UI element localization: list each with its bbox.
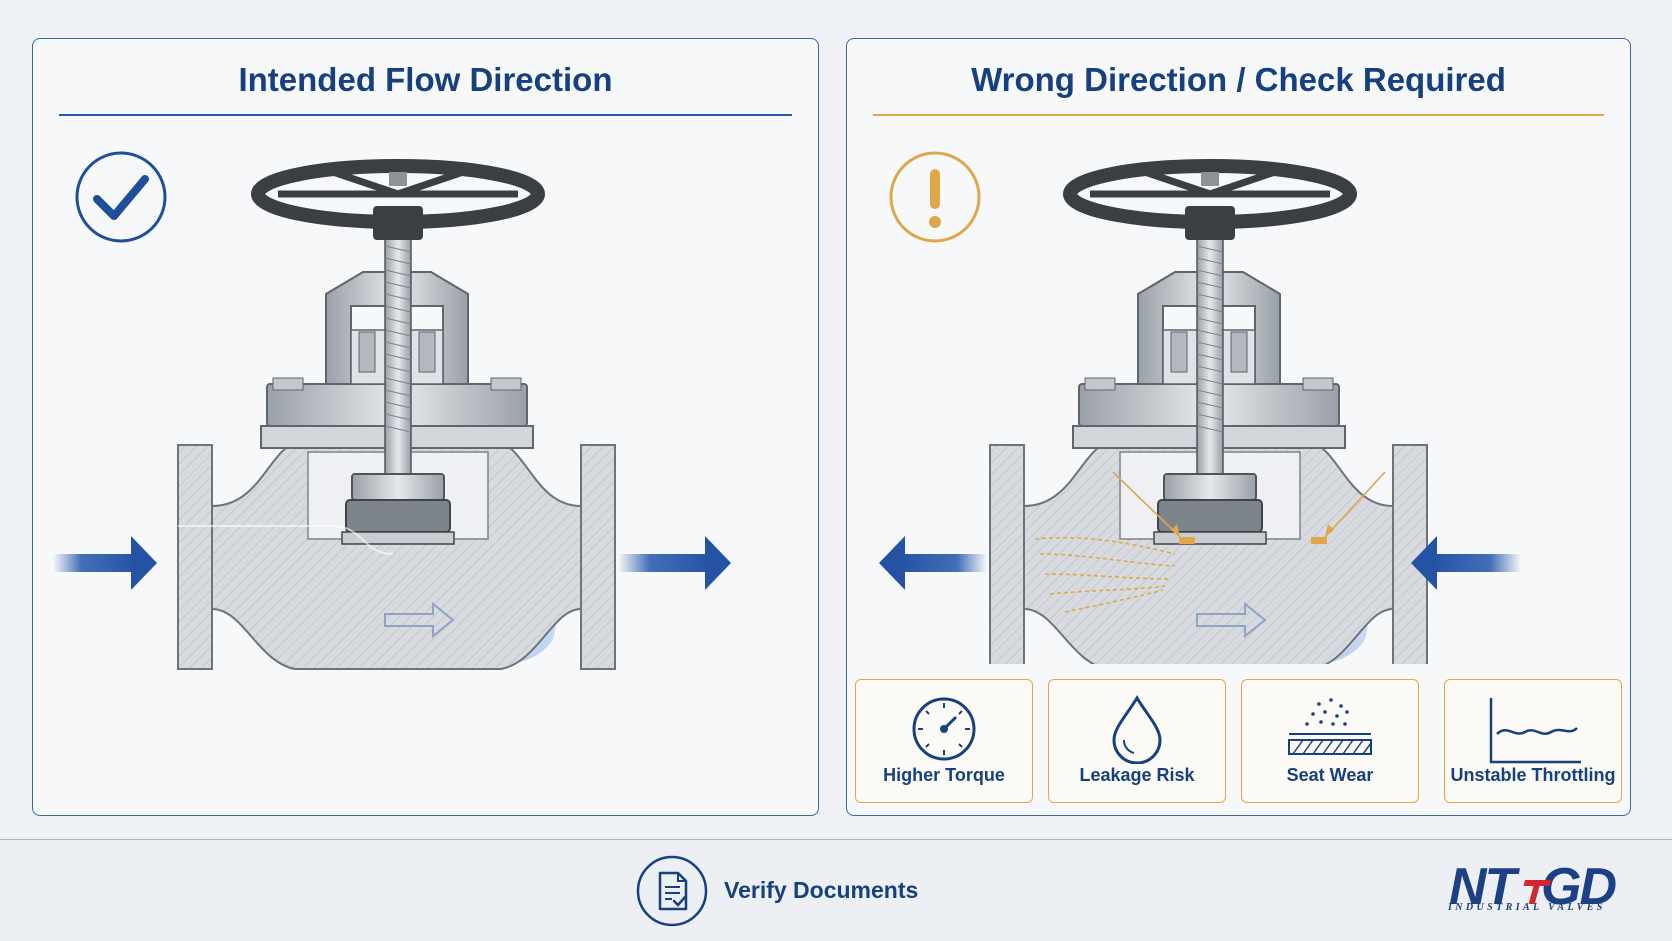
reverse-outlet-arrow-icon bbox=[879, 536, 987, 590]
logo-subtitle: INDUSTRIAL VALVES bbox=[1448, 902, 1606, 913]
intended-flow-panel: Intended Flow Direction bbox=[32, 38, 819, 816]
ntgd-logo: NT GD bbox=[1449, 858, 1618, 916]
effect-label: Leakage Risk bbox=[1079, 765, 1195, 785]
inlet-arrow-icon bbox=[53, 536, 157, 590]
wrong-direction-panel: Wrong Direction / Check Required bbox=[846, 38, 1631, 816]
title-divider bbox=[873, 114, 1604, 116]
wavy-line-chart-icon bbox=[1489, 698, 1581, 764]
droplet-icon bbox=[1112, 695, 1162, 764]
svg-text:GD: GD bbox=[1541, 858, 1616, 916]
inner-flow-arrow-icon bbox=[1196, 601, 1267, 639]
footer-divider bbox=[0, 839, 1672, 840]
document-check-icon bbox=[636, 855, 708, 927]
globe-valve-cross-section bbox=[53, 134, 731, 724]
effect-card-seat-wear: Seat Wear bbox=[1241, 679, 1419, 803]
effect-card-unstable-throttling: Unstable Throttling bbox=[1444, 679, 1622, 803]
title-divider bbox=[59, 114, 792, 116]
effect-card-leakage-risk: Leakage Risk bbox=[1048, 679, 1226, 803]
seat-wear-icon bbox=[1288, 698, 1372, 755]
panel-title: Wrong Direction / Check Required bbox=[971, 61, 1506, 98]
effect-label: Seat Wear bbox=[1286, 765, 1374, 785]
effect-label: Higher Torque bbox=[883, 765, 1005, 785]
panel-title: Intended Flow Direction bbox=[238, 61, 613, 98]
turbulence-lines bbox=[1034, 471, 1386, 613]
reverse-inlet-arrow-icon bbox=[1411, 536, 1521, 590]
effect-label: Unstable Throttling bbox=[1450, 765, 1616, 785]
gauge-icon bbox=[912, 697, 976, 761]
verify-documents-label: Verify Documents bbox=[724, 877, 919, 903]
check-circle-icon bbox=[75, 151, 167, 243]
effect-card-higher-torque: Higher Torque bbox=[855, 679, 1033, 803]
outlet-arrow-icon bbox=[618, 536, 731, 590]
exclamation-circle-icon bbox=[889, 151, 981, 243]
globe-valve-cross-section bbox=[879, 134, 1521, 664]
footer-bar bbox=[0, 840, 1672, 941]
inner-flow-arrow-icon bbox=[384, 601, 455, 639]
svg-text:NT: NT bbox=[1449, 858, 1521, 916]
effects-row: Higher Torque Leakage Risk bbox=[855, 679, 1622, 805]
